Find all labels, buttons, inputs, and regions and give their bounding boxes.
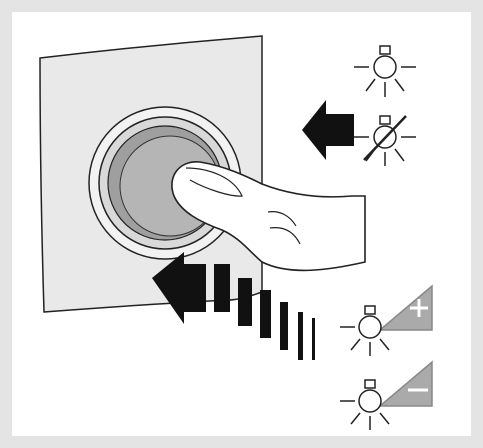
long-press-bar-4: [280, 302, 288, 350]
knuckle-crease: [267, 211, 297, 227]
dim-down-icon: [340, 360, 433, 430]
light-on-icon: [354, 45, 416, 97]
short-press-arrow: [302, 100, 354, 160]
long-press-arrow: [152, 252, 315, 360]
finger: [171, 161, 366, 272]
long-press-bar-3: [260, 290, 271, 338]
long-press-bar-6: [312, 318, 315, 360]
dim-up-icon: [340, 284, 433, 356]
long-press-bar-1: [214, 264, 230, 312]
knuckle-crease-2: [269, 227, 301, 245]
long-press-bar-2: [238, 278, 252, 326]
long-press-bar-5: [298, 312, 303, 360]
light-off-icon: [354, 115, 416, 166]
fingernail: [185, 167, 243, 197]
